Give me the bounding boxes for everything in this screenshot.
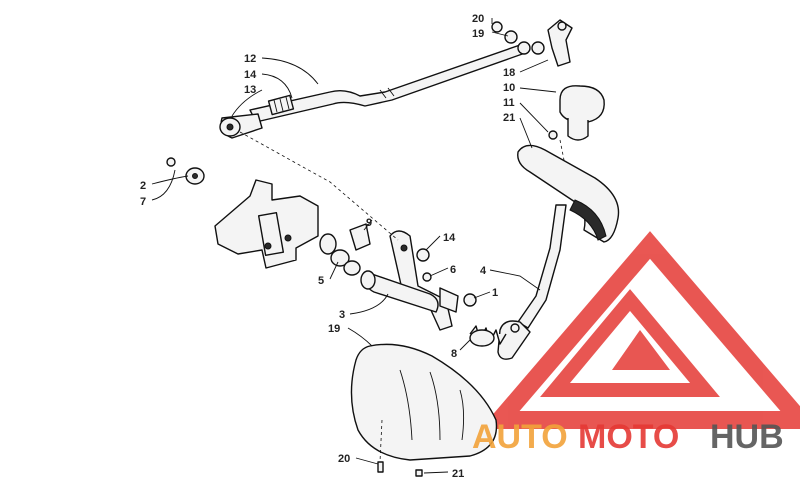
callout-18: 21 — [503, 112, 515, 124]
callout-7: 7 — [140, 196, 146, 208]
shift-knob — [559, 85, 605, 141]
logo-outer-triangle — [480, 231, 800, 429]
bolt-11 — [548, 130, 558, 140]
logo-core-triangle — [612, 330, 670, 370]
callout-3: 3 — [339, 309, 345, 321]
shift-rod — [249, 41, 531, 123]
callout-10: 10 — [503, 82, 515, 94]
callout-14-mid: 14 — [443, 232, 456, 244]
callout-14-top: 14 — [244, 69, 257, 81]
callout-19: 19 — [328, 323, 340, 335]
callout-16: 19 — [472, 28, 484, 40]
spring — [469, 325, 507, 347]
callout-4: 4 — [480, 265, 487, 277]
callout-6: 6 — [450, 264, 456, 276]
assembly-lines — [239, 131, 565, 463]
callout-2: 2 — [140, 180, 146, 192]
pivot-arm — [360, 230, 453, 331]
watermark-wordmark: AUTO MOTO HUB — [472, 418, 784, 456]
callout-labels: 20 19 12 14 13 18 10 11 21 2 7 9 14 5 6 … — [140, 13, 515, 480]
mounting-bracket — [166, 157, 319, 269]
bushings — [319, 223, 371, 276]
callout-8: 8 — [451, 348, 457, 360]
callout-12: 12 — [244, 53, 256, 65]
shift-boot — [350, 343, 498, 461]
upper-linkage — [491, 19, 573, 67]
nuts — [416, 248, 477, 313]
callout-15: 18 — [503, 67, 515, 79]
callout-1: 1 — [492, 287, 498, 299]
callout-20: 20 — [338, 453, 350, 465]
screws — [377, 461, 423, 477]
callout-5: 5 — [318, 275, 324, 287]
wordmark-auto: AUTO — [472, 418, 568, 456]
wordmark-moto: MOTO — [578, 418, 679, 456]
wordmark-hub: HUB — [710, 418, 784, 456]
logo-inner-triangle — [540, 289, 720, 397]
callout-21: 21 — [452, 468, 464, 480]
callout-11: 11 — [503, 97, 515, 109]
watermark-logo — [480, 231, 800, 429]
rod-end — [219, 94, 295, 139]
callout-9: 9 — [366, 217, 372, 229]
callout-13: 13 — [244, 84, 256, 96]
leader-lines — [151, 18, 557, 474]
callout-17: 20 — [472, 13, 484, 25]
shift-lever — [497, 144, 620, 360]
